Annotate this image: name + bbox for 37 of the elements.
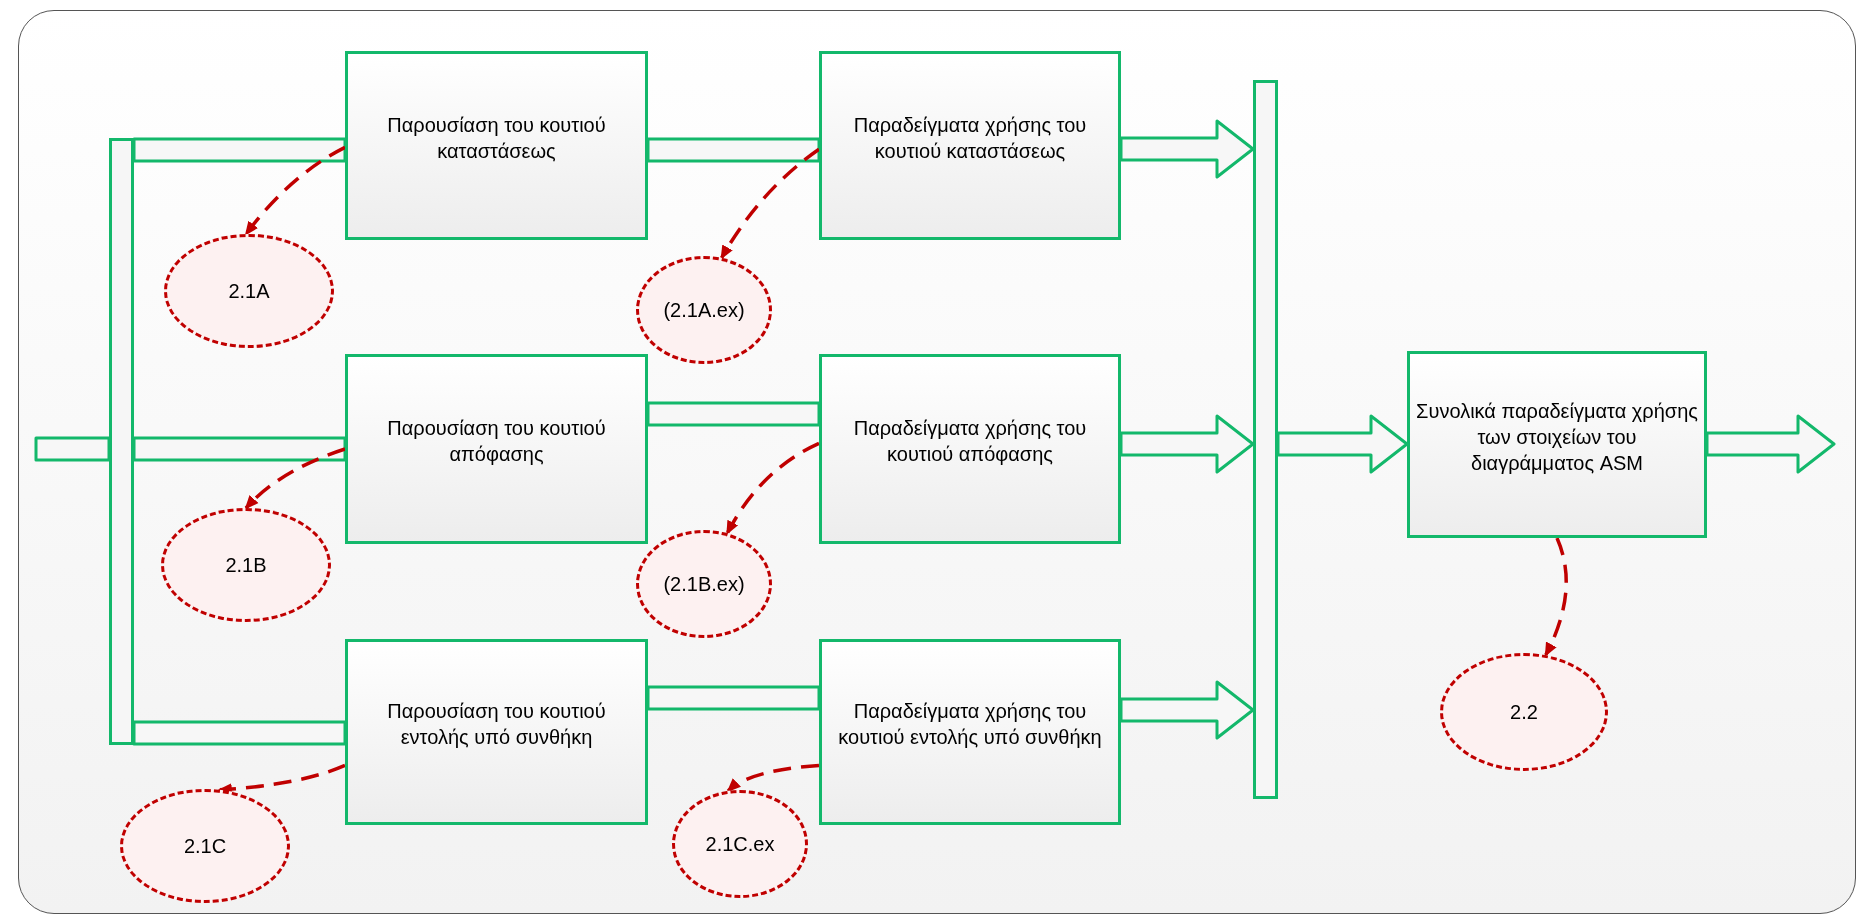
process-box — [345, 354, 648, 544]
block-arrow — [1119, 414, 1255, 474]
block-arrow — [646, 685, 821, 711]
block-arrow — [132, 720, 347, 746]
process-box — [819, 354, 1121, 544]
section-number: 2.1C.ex — [705, 832, 775, 857]
box-label: Παραδείγματα χρήσης του κουτιού απόφασης — [852, 416, 1088, 467]
vertical-bar — [109, 138, 134, 745]
block-arrow — [646, 401, 821, 427]
block-arrow — [1119, 119, 1255, 179]
section-number: 2.1B — [225, 553, 267, 578]
process-box — [819, 51, 1121, 240]
box-label: Παραδείγματα χρήσης του κουτιού καταστάσεως — [852, 112, 1088, 164]
box-label: Παρουσίαση του κουτιού απόφασης — [386, 416, 607, 467]
section-number: 2.1A — [228, 279, 270, 304]
block-arrow — [34, 436, 111, 462]
box-label: Συνολικά παραδείγματα χρήσης των στοιχείων του διαγράμματος ASM — [1415, 398, 1699, 476]
dashed-arrow — [244, 447, 346, 510]
block-arrow — [132, 436, 347, 462]
box-label: Παραδείγματα χρήσης του κουτιού εντολής υπό συνθήκη — [837, 699, 1103, 750]
section-number: 2.2 — [1510, 700, 1538, 725]
process-box — [1407, 351, 1707, 538]
box-label: Παρουσίαση του κουτιού εντολής υπό συνθήκη — [386, 699, 607, 750]
section-number: (2.1B.ex) — [663, 572, 745, 597]
block-arrow — [1705, 414, 1836, 474]
process-box — [345, 639, 648, 825]
section-number: (2.1A.ex) — [663, 298, 745, 323]
section-number: 2.1C — [183, 834, 227, 859]
vertical-bar — [1253, 80, 1278, 799]
box-label: Παρουσίαση του κουτιού καταστάσεως — [386, 112, 607, 164]
block-arrow — [1276, 414, 1409, 474]
block-arrow — [132, 137, 347, 163]
process-box — [819, 639, 1121, 825]
process-box — [345, 51, 648, 240]
block-arrow — [1119, 680, 1255, 740]
block-arrow — [646, 137, 821, 163]
dashed-arrow — [244, 145, 346, 236]
